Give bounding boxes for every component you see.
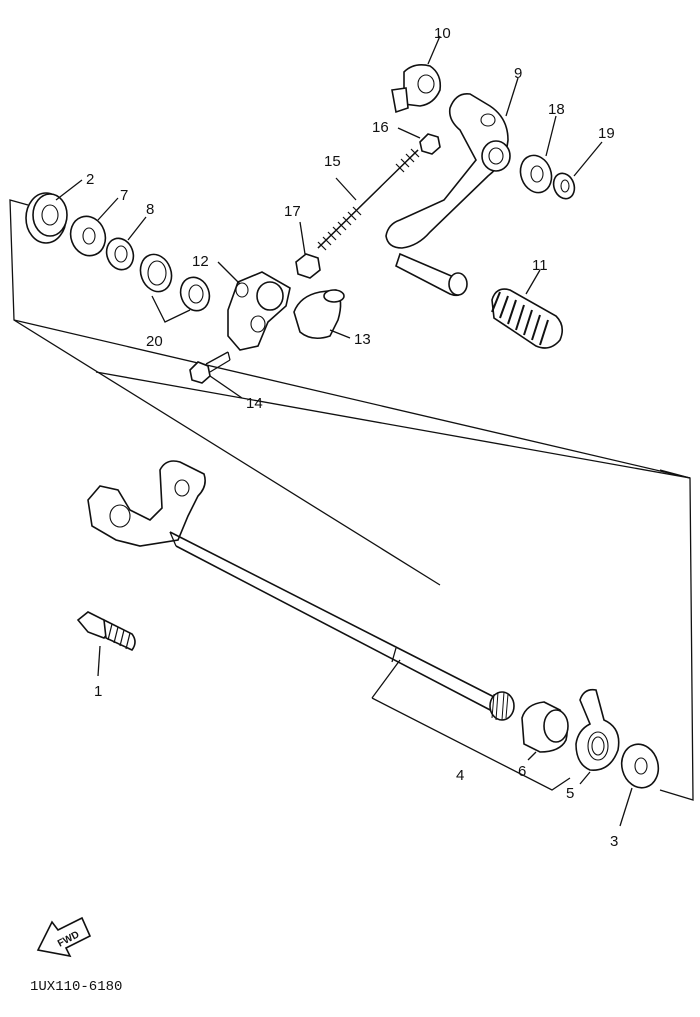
part-8-circlip xyxy=(105,216,147,271)
part-12-shift-arm xyxy=(217,261,291,351)
part-15-shift-rod xyxy=(317,148,420,251)
callout-18: 18 xyxy=(548,101,565,118)
part-1-stud-bolt xyxy=(76,611,136,677)
callout-15: 15 xyxy=(324,153,341,170)
callout-14: 14 xyxy=(246,395,263,412)
callout-8: 8 xyxy=(146,201,154,218)
part-18-washer xyxy=(519,115,557,194)
callout-5: 5 xyxy=(566,785,574,802)
callout-19: 19 xyxy=(598,125,615,142)
callout-13: 13 xyxy=(354,331,371,348)
callout-16: 16 xyxy=(372,119,389,136)
part-7-washer xyxy=(69,197,119,257)
part-19-circlip xyxy=(552,141,603,200)
part-5-torsion-spring xyxy=(575,688,620,785)
part-17-nut xyxy=(295,221,321,279)
callout-10: 10 xyxy=(434,25,451,42)
callout-1: 1 xyxy=(94,683,102,700)
drawing-code: 1UX110-6180 xyxy=(30,979,122,995)
callout-7: 7 xyxy=(120,187,128,204)
part-10-rod-end xyxy=(391,35,442,114)
callout-3: 3 xyxy=(610,833,618,850)
callout-12: 12 xyxy=(192,253,209,270)
callout-9: 9 xyxy=(514,65,522,82)
part-4-shift-shaft xyxy=(87,460,515,721)
callout-17: 17 xyxy=(284,203,301,220)
part-13-joint-boot xyxy=(293,289,351,340)
callout-11: 11 xyxy=(532,257,548,274)
part-9-shift-pedal xyxy=(385,77,519,297)
fwd-arrow-icon: FWD xyxy=(36,916,92,958)
part-14-bolt xyxy=(189,351,243,399)
part-20-bearings xyxy=(139,253,211,323)
callout-labels: 1 2 3 4 5 6 7 8 9 10 11 12 13 14 15 16 1… xyxy=(86,25,618,850)
part-6-collar xyxy=(521,701,569,761)
callout-2: 2 xyxy=(86,171,94,188)
part-2-oil-seal xyxy=(25,179,83,244)
callout-4: 4 xyxy=(456,767,464,784)
callout-20: 20 xyxy=(146,333,163,350)
assembly-boundary-lines xyxy=(9,199,694,801)
part-11-pedal-rubber xyxy=(491,269,564,349)
callout-6: 6 xyxy=(518,763,526,780)
part-16-nut xyxy=(397,127,441,155)
part-3-washer xyxy=(619,743,660,827)
